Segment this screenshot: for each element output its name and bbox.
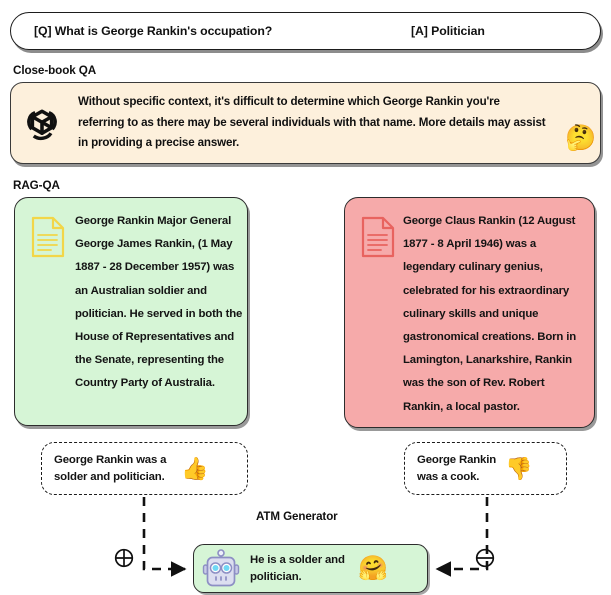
- robot-icon: [202, 548, 240, 586]
- answer-text: [A] Politician: [411, 24, 485, 38]
- section-label-ragqa: RAG-QA: [13, 179, 60, 192]
- question-answer-bar: [Q] What is George Rankin's occupation? …: [10, 12, 601, 50]
- rag-context-text-positive: George Rankin Major General George James…: [75, 215, 243, 390]
- rag-context-card-negative: George Claus Rankin (12 August 1877 - 8 …: [344, 197, 595, 428]
- thinking-face-emoji: 🤔: [565, 124, 597, 152]
- answer-bubble-negative: George Rankin was a cook. 👎: [404, 442, 567, 495]
- minus-operator-icon: [475, 548, 495, 568]
- generator-output-card: He is a solder and politician. 🤗: [193, 544, 428, 593]
- openai-logo-icon: [27, 109, 57, 141]
- closebook-answer-card: [10, 82, 601, 164]
- generator-title: ATM Generator: [256, 510, 338, 523]
- plus-operator-icon: [114, 548, 134, 568]
- closebook-answer-text: Without specific context, it's difficult…: [78, 95, 546, 149]
- document-icon: [361, 216, 395, 258]
- question-text: [Q] What is George Rankin's occupation?: [34, 24, 273, 38]
- rag-context-text-negative: George Claus Rankin (12 August 1877 - 8 …: [403, 215, 577, 413]
- hugging-face-emoji: 🤗: [358, 554, 388, 582]
- document-icon: [31, 216, 65, 258]
- answer-bubble-text-negative: George Rankin was a cook.: [417, 453, 497, 483]
- answer-bubble-text-positive: George Rankin was a solder and politicia…: [54, 453, 167, 483]
- rag-context-card-positive: George Rankin Major General George James…: [14, 197, 248, 426]
- answer-bubble-positive: George Rankin was a solder and politicia…: [41, 442, 248, 495]
- generator-output-text: He is a solder and politician.: [250, 553, 345, 583]
- section-label-closebook: Close-book QA: [13, 64, 97, 77]
- thumbs-down-emoji: 👎: [505, 455, 533, 481]
- thumbs-up-emoji: 👍: [181, 455, 209, 481]
